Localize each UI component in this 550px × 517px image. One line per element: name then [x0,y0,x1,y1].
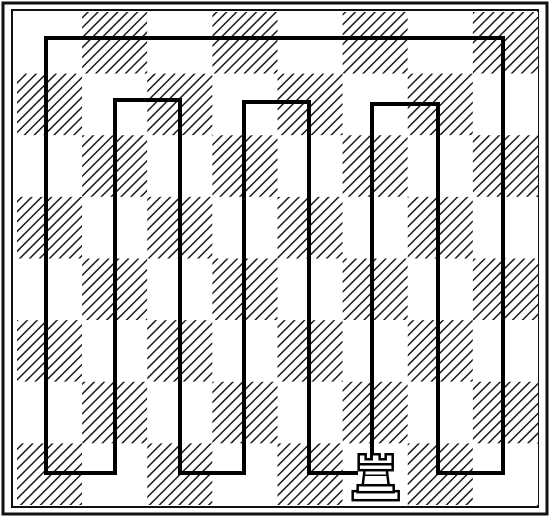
dark-square-a7 [17,74,82,136]
light-square-g2 [408,382,473,444]
light-square-a8 [17,12,82,74]
light-square-c8 [147,12,212,74]
light-square-f3 [343,320,408,382]
dark-square-d8 [212,12,277,74]
dark-square-g5 [408,197,473,259]
light-square-g6 [408,135,473,197]
dark-square-h6 [473,135,538,197]
dark-square-h8 [473,12,538,74]
light-square-h7 [473,74,538,136]
dark-square-f6 [343,135,408,197]
dark-square-f8 [343,12,408,74]
light-square-f5 [343,197,408,259]
light-square-a2 [17,382,82,444]
light-square-h5 [473,197,538,259]
dark-square-f2 [343,382,408,444]
dark-square-b8 [82,12,147,74]
light-square-e8 [278,12,343,74]
light-square-a4 [17,259,82,321]
light-square-g4 [408,259,473,321]
dark-square-a5 [17,197,82,259]
dark-square-h4 [473,259,538,321]
light-square-g8 [408,12,473,74]
dark-square-h2 [473,382,538,444]
dark-square-f4 [343,259,408,321]
dark-square-a3 [17,320,82,382]
dark-square-g3 [408,320,473,382]
light-square-h3 [473,320,538,382]
board-squares [17,12,538,505]
light-square-a6 [17,135,82,197]
